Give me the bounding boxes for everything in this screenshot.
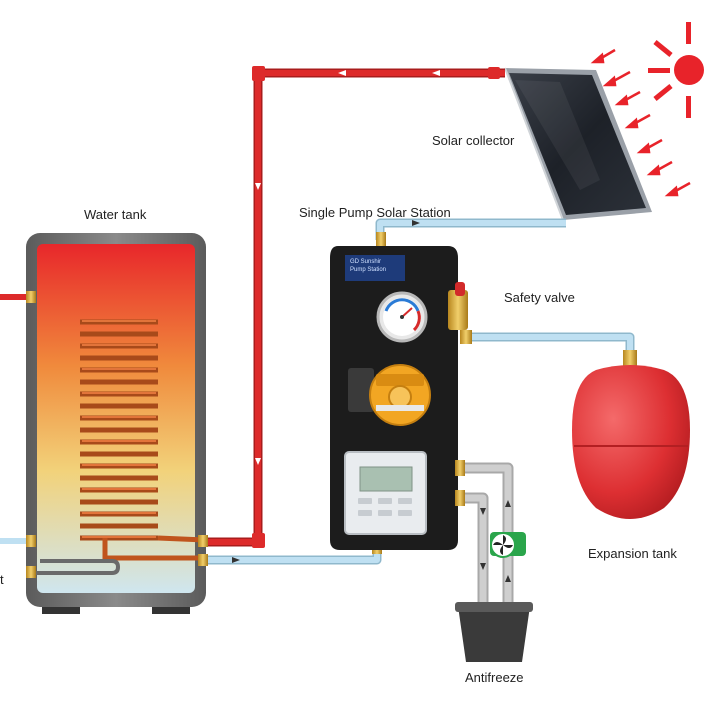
antifreeze-bucket (455, 602, 533, 662)
circulation-pump (348, 364, 431, 426)
pipe-fittings-red (252, 66, 500, 548)
pump-fan-icon (490, 532, 526, 558)
solar-collector (504, 67, 652, 221)
expansion-tank-label: Expansion tank (588, 546, 677, 561)
solar-collector-label: Solar collector (432, 133, 515, 148)
sun-rays (590, 48, 691, 197)
station-brand-line1: GD Sunshir (350, 259, 382, 265)
safety-valve (448, 282, 472, 344)
arrow-icon (232, 220, 511, 582)
pump-controller (344, 451, 427, 535)
coil-leads (102, 535, 206, 561)
station-brand: GD Sunshir Pump Station (350, 258, 386, 274)
antifreeze-label: Antifreeze (465, 670, 524, 685)
pump-station-label: Single Pump Solar Station (299, 205, 451, 220)
controller-buttons (358, 498, 412, 516)
station-brand-line2: Pump Station (350, 267, 387, 273)
station-side-fittings (455, 460, 465, 506)
pressure-gauge (376, 291, 428, 343)
hot-pipe (0, 68, 505, 547)
cropped-label: t (0, 572, 4, 587)
heating-coil-highlight (82, 320, 156, 538)
tank-fittings (26, 291, 208, 578)
expansion-tank (572, 350, 690, 519)
sun-icon (648, 22, 704, 118)
water-tank-label: Water tank (84, 207, 147, 222)
safety-valve-label: Safety valve (504, 290, 575, 305)
electric-heater-element (30, 559, 121, 575)
arrow-icon (255, 70, 440, 465)
